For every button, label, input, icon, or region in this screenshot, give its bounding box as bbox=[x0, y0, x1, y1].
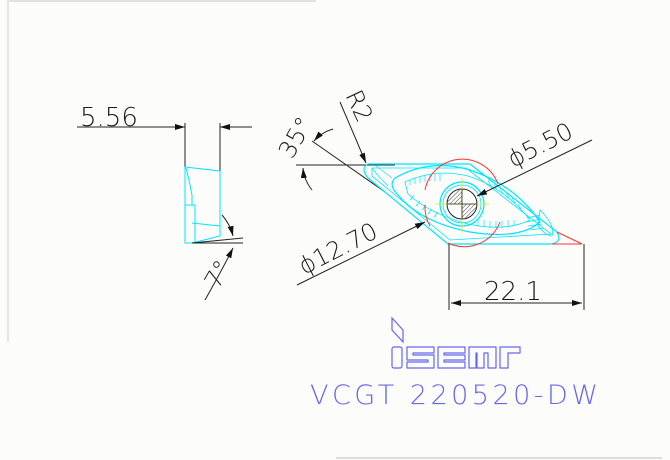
hole-diameter-dimension bbox=[476, 139, 593, 197]
inscribed-circle-dimension bbox=[296, 221, 426, 286]
thickness-dimension: 5.56 bbox=[77, 103, 252, 220]
top-view: 35° R2 bbox=[273, 86, 593, 310]
thickness-label: 5.56 bbox=[80, 103, 138, 133]
cutting-edge-length-dimension bbox=[448, 244, 585, 310]
relief-angle-dimension bbox=[191, 214, 244, 301]
inscribed-circle-label: ϕ12.70 bbox=[294, 217, 382, 280]
included-angle-label: 35° bbox=[273, 112, 319, 163]
frame-border-left bbox=[7, 0, 9, 342]
cutting-edge-length-label: 22.1 bbox=[484, 277, 542, 307]
mounting-hole bbox=[435, 178, 489, 232]
insert-top-outline bbox=[363, 163, 560, 245]
side-view: 5.56 7° bbox=[77, 103, 252, 301]
insert-side-profile bbox=[184, 166, 221, 244]
corner-radius-label: R2 bbox=[340, 86, 379, 127]
model-designation: VCGT 220520-DW bbox=[310, 380, 600, 411]
brand-logo bbox=[391, 316, 521, 369]
included-angle-dimension bbox=[296, 128, 395, 193]
frame-border-bottom bbox=[336, 457, 662, 459]
construction-arcs bbox=[424, 158, 583, 248]
corner-radius-dimension bbox=[339, 101, 367, 164]
frame-border-top bbox=[8, 0, 316, 2]
relief-angle-label: 7° bbox=[199, 255, 237, 293]
